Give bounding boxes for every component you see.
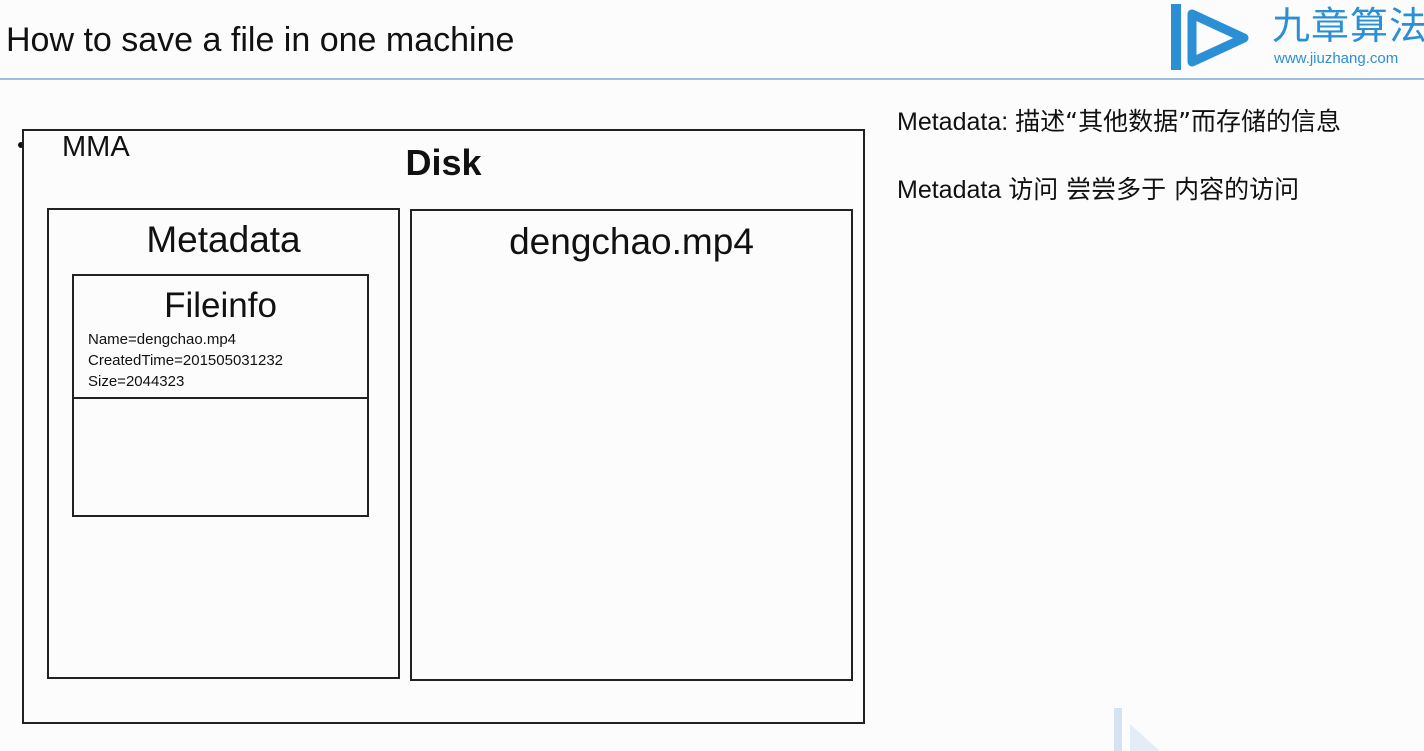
disk-label: Disk <box>405 142 482 183</box>
file-content-box <box>410 209 853 681</box>
title-divider <box>0 78 1424 80</box>
fileinfo-field-name: Name=dengchao.mp4 <box>88 331 237 348</box>
fileinfo-field-size: Size=2044323 <box>88 373 185 390</box>
jiuzhang-logo-icon <box>1171 4 1249 70</box>
note-text: 描述“其他数据”而存储的信息 <box>1015 107 1342 136</box>
jiuzhang-logo: 九章算法 www.jiuzhang.com <box>1168 0 1424 76</box>
metadata-label: Metadata <box>146 219 301 260</box>
metadata-box <box>47 208 400 679</box>
logo-url: www.jiuzhang.com <box>1274 50 1399 67</box>
note-metadata-definition: Metadata: 描述“其他数据”而存储的信息 <box>897 106 1341 138</box>
note-metadata-access: Metadata 访问 尝尝多于 内容的访问 <box>897 174 1299 206</box>
file-content-label: dengchao.mp4 <box>509 221 754 262</box>
watermark-logo-icon <box>1114 708 1160 751</box>
fileinfo-field-created-time: CreatedTime=201505031232 <box>88 352 284 369</box>
mma-label: MMA <box>62 131 130 163</box>
note-term: Metadata: <box>897 108 1009 136</box>
slide-title: How to save a file in one machine <box>6 21 515 59</box>
bullet-dot <box>18 142 24 148</box>
logo-brand-text: 九章算法 <box>1272 4 1424 48</box>
disk-box <box>22 129 865 724</box>
fileinfo-box <box>72 274 369 517</box>
fileinfo-label: Fileinfo <box>164 286 277 325</box>
fileinfo-divider <box>72 397 369 399</box>
note-text: 访问 尝尝多于 内容的访问 <box>1008 175 1300 204</box>
note-term: Metadata <box>897 176 1002 204</box>
